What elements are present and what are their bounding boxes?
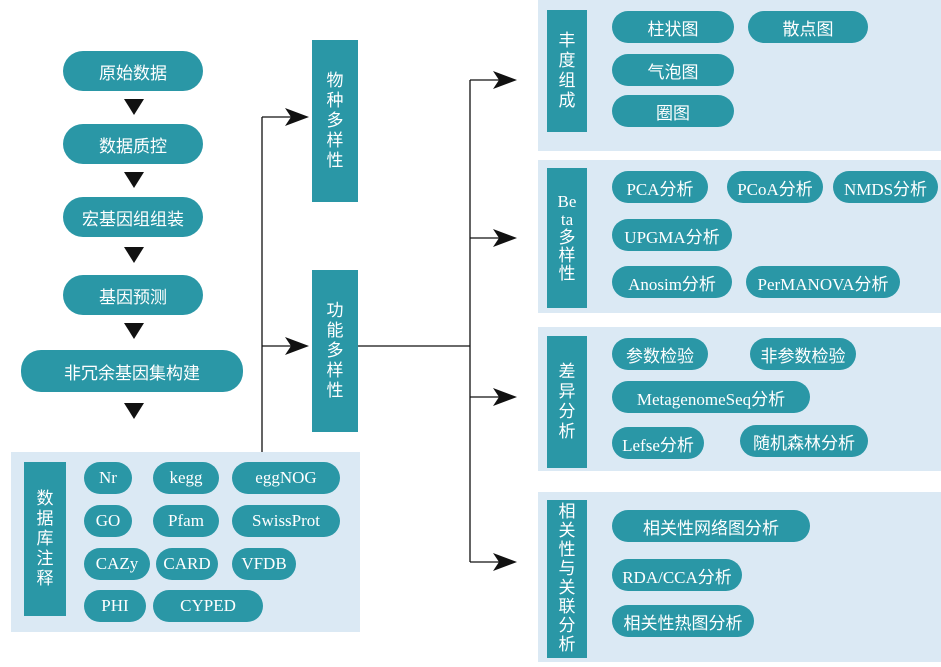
item-nonparametric-test: 非参数检验 [750, 338, 856, 370]
species-diversity-bar: 物种多样性 [312, 40, 358, 202]
step-raw-data: 原始数据 [63, 51, 203, 91]
step-gene-prediction: 基因预测 [63, 275, 203, 315]
db-vfdb: VFDB [232, 548, 296, 580]
db-swissprot: SwissProt [232, 505, 340, 537]
correlation-title: 相关性与关联分析 [547, 500, 587, 658]
item-metagenomeseq: MetagenomeSeq分析 [612, 381, 810, 413]
item-pcoa: PCoA分析 [727, 171, 823, 203]
down-arrow-icon [124, 172, 144, 188]
item-anosim: Anosim分析 [612, 266, 732, 298]
item-bubble-chart: 气泡图 [612, 54, 734, 86]
function-diversity-bar: 功能多样性 [312, 270, 358, 432]
item-nmds: NMDS分析 [833, 171, 938, 203]
db-nr: Nr [84, 462, 132, 494]
differential-analysis-title: 差异分析 [547, 336, 587, 468]
db-cazy: CAZy [84, 548, 150, 580]
db-go: GO [84, 505, 132, 537]
step-nonredundant-geneset: 非冗余基因集构建 [21, 350, 243, 392]
abundance-title: 丰度组成 [547, 10, 587, 132]
item-upgma: UPGMA分析 [612, 219, 732, 251]
down-arrow-icon [124, 403, 144, 419]
item-permanova: PerMANOVA分析 [746, 266, 900, 298]
item-correlation-network: 相关性网络图分析 [612, 510, 810, 542]
item-rda-cca: RDA/CCA分析 [612, 559, 742, 591]
db-card: CARD [156, 548, 218, 580]
beta-diversity-title: Beta多样性 [547, 168, 587, 308]
down-arrow-icon [124, 99, 144, 115]
db-cyped: CYPED [153, 590, 263, 622]
db-eggnog: eggNOG [232, 462, 340, 494]
item-circos-chart: 圈图 [612, 95, 734, 127]
abundance-panel [538, 0, 941, 151]
item-pca: PCA分析 [612, 171, 708, 203]
item-parametric-test: 参数检验 [612, 338, 708, 370]
down-arrow-icon [124, 247, 144, 263]
item-scatter-plot: 散点图 [748, 11, 868, 43]
db-phi: PHI [84, 590, 146, 622]
step-assembly: 宏基因组组装 [63, 197, 203, 237]
item-correlation-heatmap: 相关性热图分析 [612, 605, 754, 637]
step-quality-control: 数据质控 [63, 124, 203, 164]
db-pfam: Pfam [153, 505, 219, 537]
database-annotation-title: 数据库注释 [24, 462, 66, 616]
down-arrow-icon [124, 323, 144, 339]
item-random-forest: 随机森林分析 [740, 425, 868, 457]
item-lefse: Lefse分析 [612, 427, 704, 459]
item-bar-chart: 柱状图 [612, 11, 734, 43]
db-kegg: kegg [153, 462, 219, 494]
